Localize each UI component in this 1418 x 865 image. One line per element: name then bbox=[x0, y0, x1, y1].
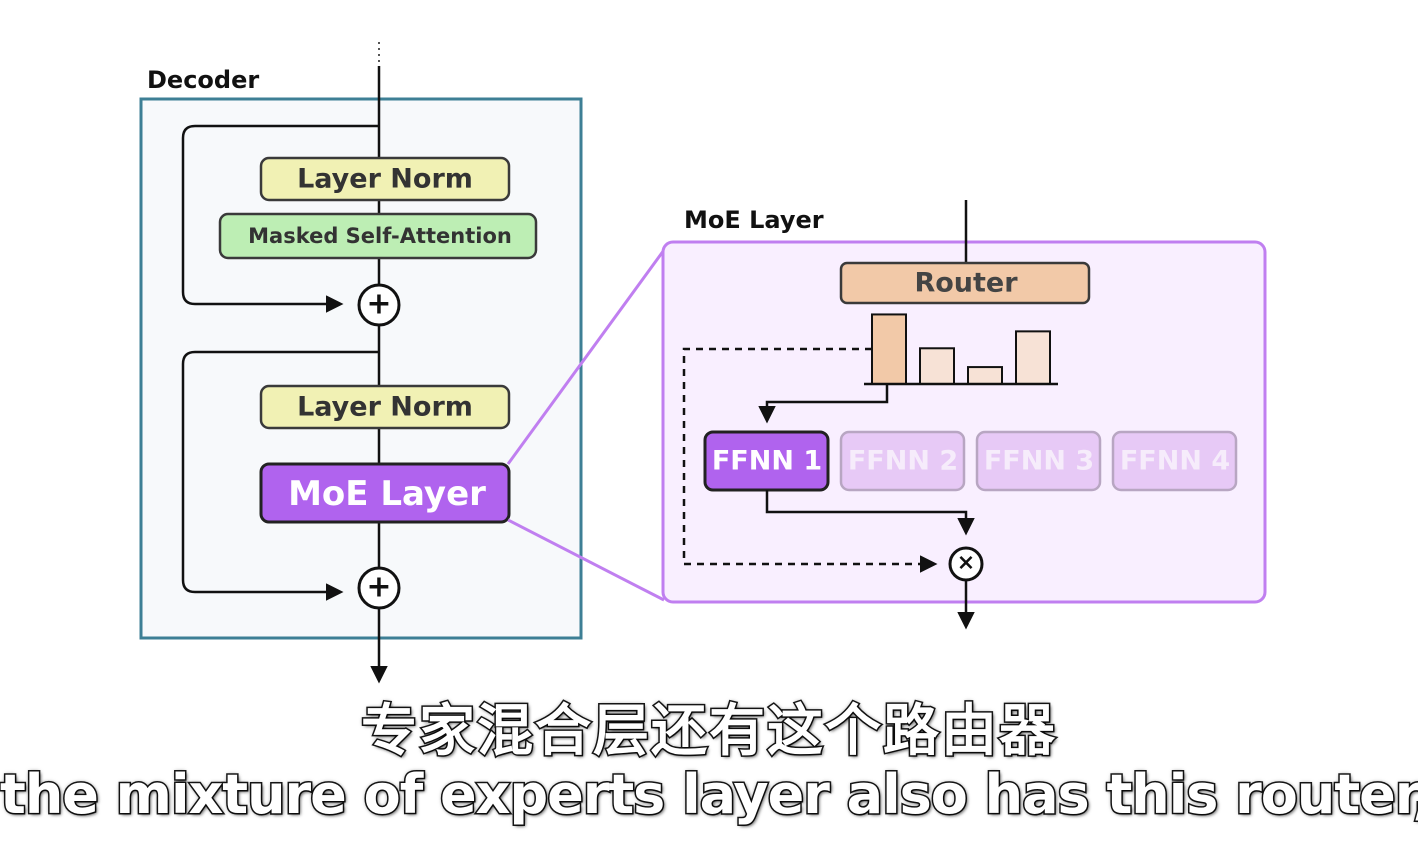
router-weight-chart bbox=[871, 313, 1051, 385]
layer-norm-1-label: Layer Norm bbox=[297, 164, 473, 195]
multiply-symbol: × bbox=[957, 551, 975, 576]
router-box bbox=[839, 261, 1091, 305]
moe-block-box bbox=[259, 462, 511, 524]
expert-ffnn-4-label: FFNN 4 bbox=[1120, 446, 1230, 477]
add-symbol-2: + bbox=[366, 570, 391, 605]
add-symbol-1: + bbox=[366, 287, 391, 322]
layer-norm-2-box bbox=[259, 384, 511, 430]
expert-output-arrow bbox=[765, 490, 975, 536]
layer-norm-1-box bbox=[259, 156, 511, 202]
weight-dashed-path bbox=[682, 347, 938, 573]
attention-label: Masked Self-Attention bbox=[248, 224, 512, 248]
router-to-expert-arrow bbox=[758, 384, 889, 424]
expert-ffnn-4-box bbox=[1111, 430, 1238, 492]
zoom-line-bottom bbox=[507, 518, 665, 602]
add-node-1 bbox=[357, 283, 401, 327]
add-node-2 bbox=[357, 566, 401, 610]
expert-ffnn-3-box bbox=[975, 430, 1102, 492]
expert-ffnn-1-label: FFNN 1 bbox=[712, 446, 822, 477]
zoom-line-top bbox=[506, 249, 666, 465]
subtitle-chinese: 专家混合层还有这个路由器 bbox=[360, 698, 1057, 766]
expert-ffnn-3-label: FFNN 3 bbox=[984, 446, 1094, 477]
router-weight-bar-3 bbox=[967, 366, 1003, 385]
subtitle-english: the mixture of experts layer also has th… bbox=[0, 762, 1418, 828]
router-weight-bar-4 bbox=[1015, 330, 1051, 385]
router-weight-bar-2 bbox=[919, 347, 955, 385]
router-label: Router bbox=[914, 268, 1018, 299]
decoder-title: Decoder bbox=[147, 66, 259, 94]
residual-connection-1 bbox=[181, 124, 379, 313]
router-weight-bar-1 bbox=[871, 313, 907, 385]
layer-norm-2-label: Layer Norm bbox=[297, 392, 473, 423]
expert-ffnn-2-label: FFNN 2 bbox=[848, 446, 958, 477]
moe-panel-title: MoE Layer bbox=[684, 206, 824, 234]
attention-box bbox=[218, 212, 538, 260]
expert-ffnn-2-box bbox=[839, 430, 966, 492]
residual-connection-2 bbox=[181, 350, 379, 601]
moe-block-label: MoE Layer bbox=[288, 474, 486, 514]
